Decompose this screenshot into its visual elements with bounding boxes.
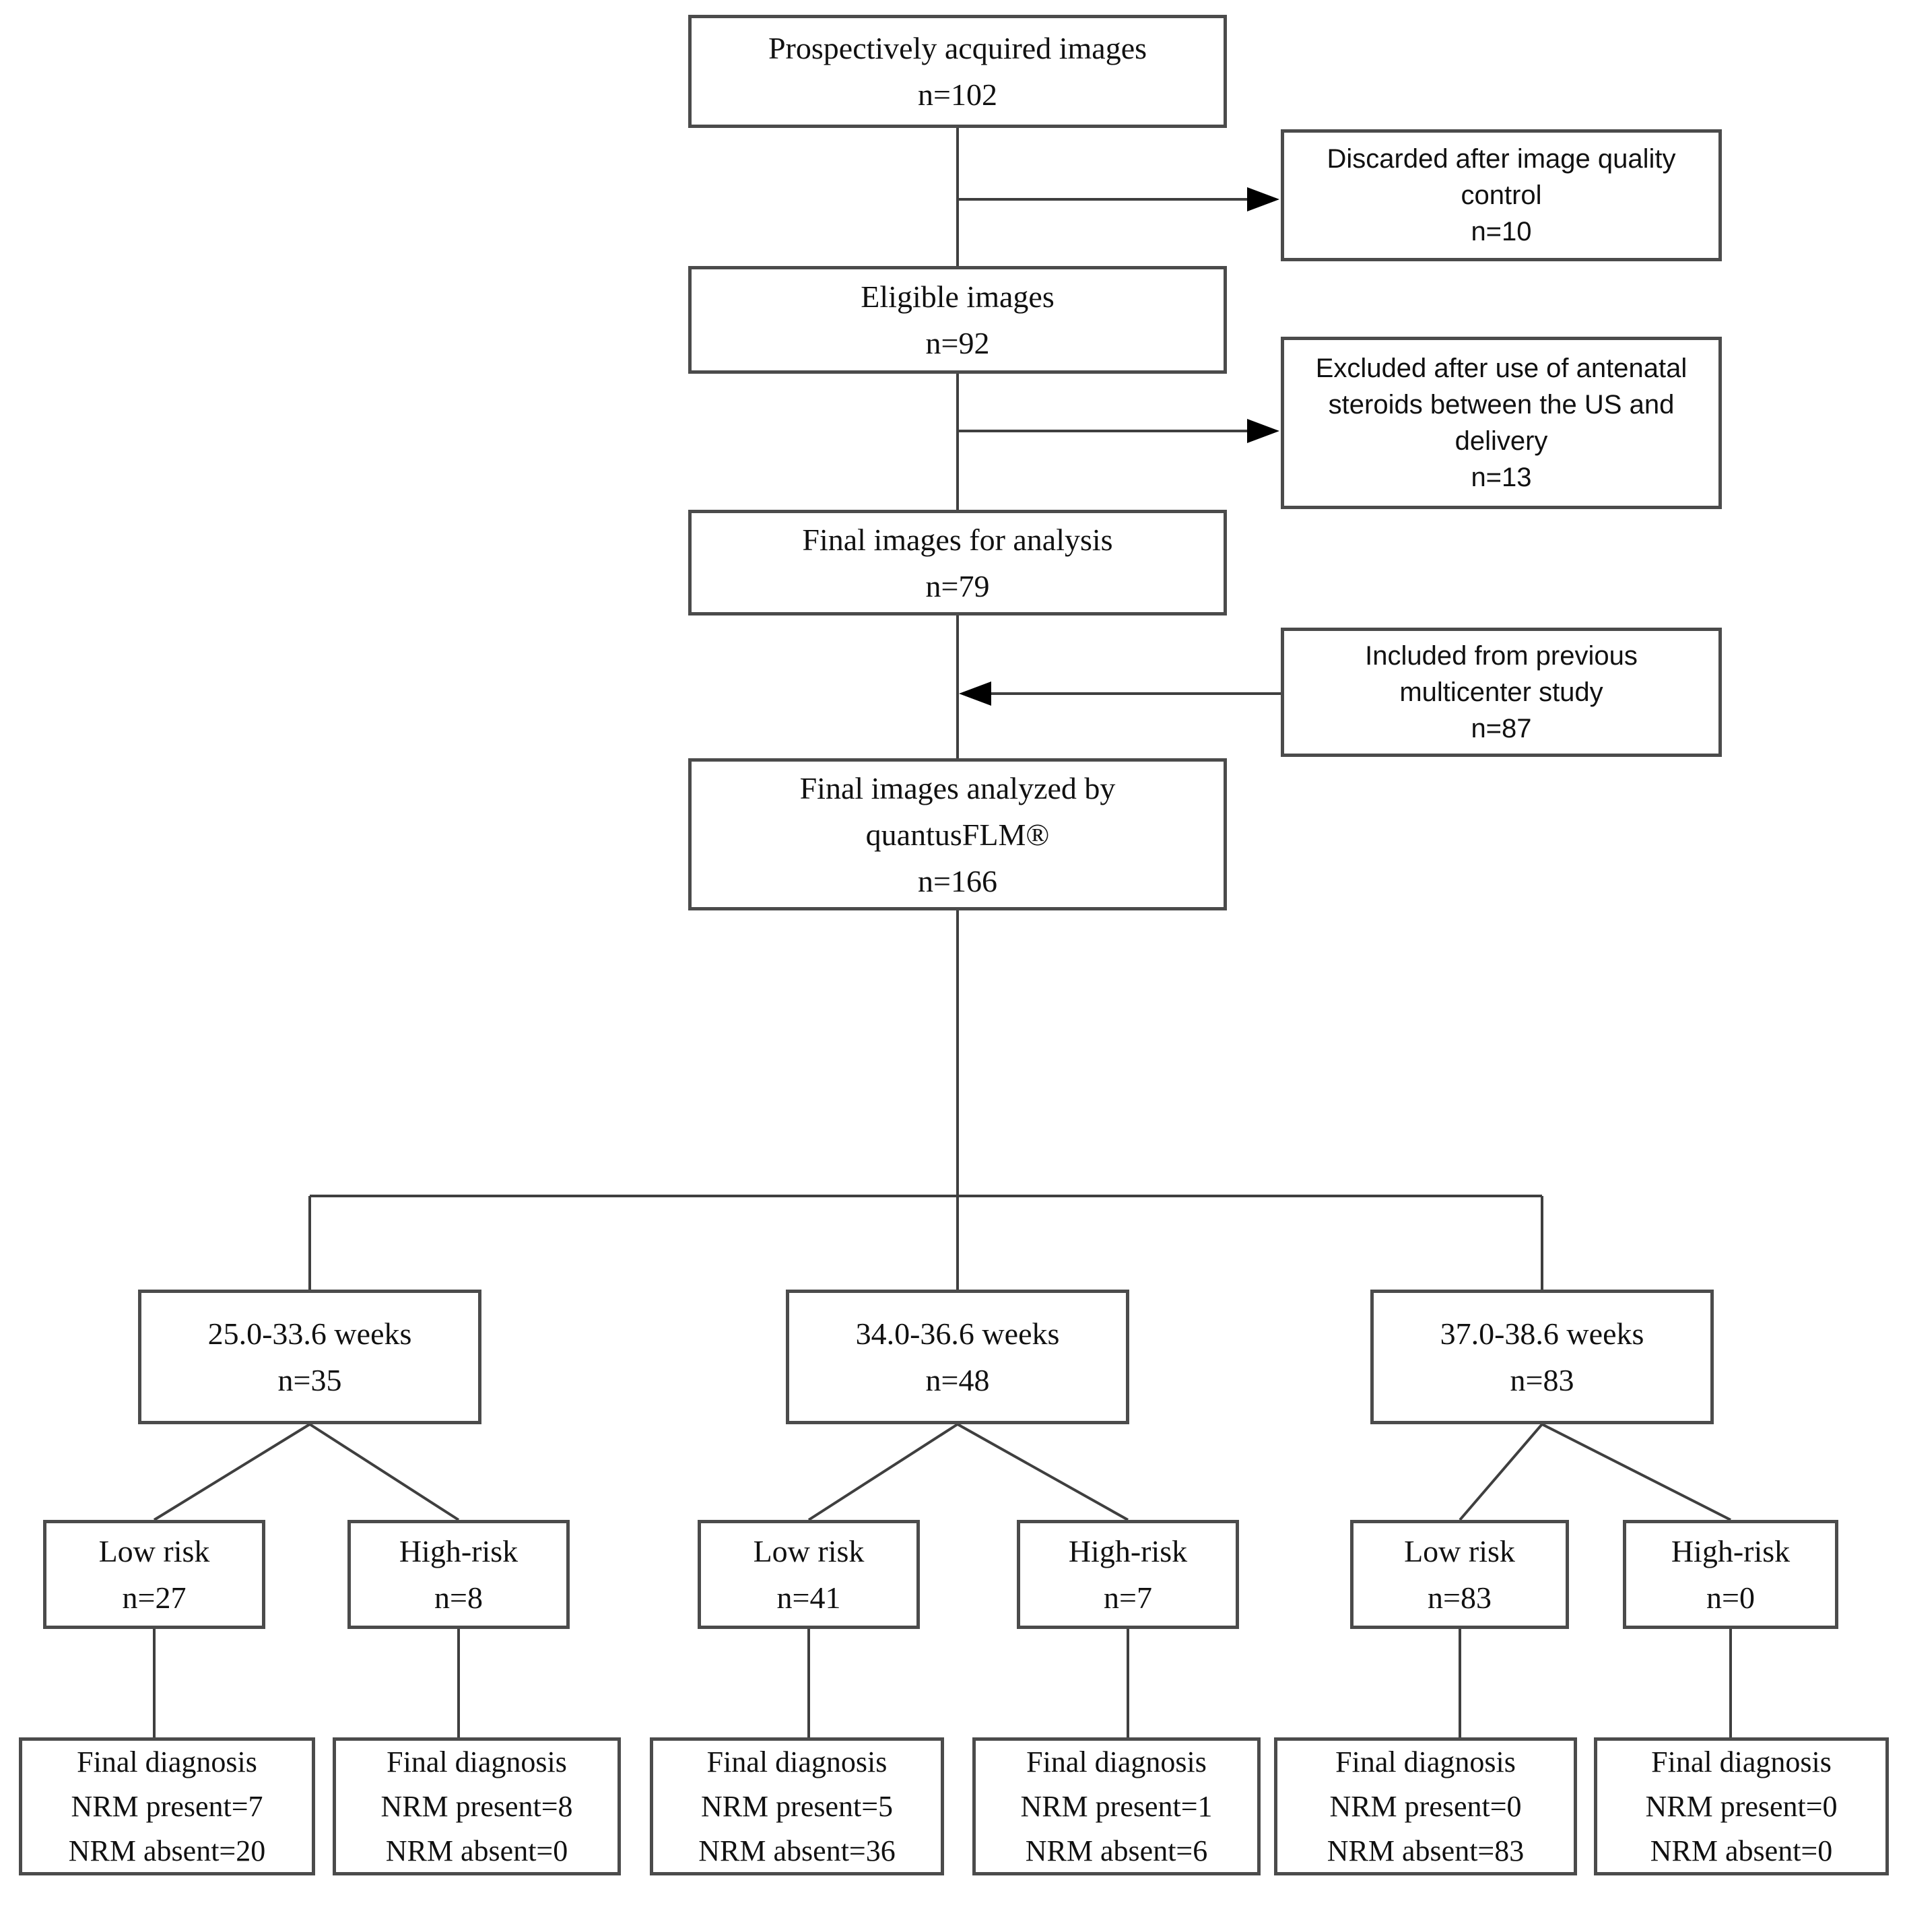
nrm-present: NRM present=8	[380, 1789, 573, 1823]
box-title: Final images for analysis	[802, 522, 1113, 557]
connector-line	[1541, 1423, 1731, 1521]
box-count: n=87	[1471, 714, 1532, 743]
nrm-present: NRM present=0	[1645, 1789, 1838, 1823]
box-count: n=8	[434, 1580, 483, 1615]
arrow-right-icon	[1247, 419, 1279, 443]
box-title: 37.0-38.6 weeks	[1440, 1317, 1644, 1351]
box-title: High-risk	[399, 1534, 519, 1568]
box-title: Final diagnosis	[387, 1745, 567, 1778]
nrm-present: NRM present=0	[1329, 1789, 1522, 1823]
box-title: Final diagnosis	[1026, 1745, 1207, 1778]
box-count: n=41	[776, 1580, 841, 1615]
box-title-line1: Final images analyzed by	[799, 770, 1116, 805]
box-weeks-25-33: 25.0-33.6 weeks n=35	[138, 1290, 481, 1424]
arrow-left-icon	[959, 681, 991, 706]
arrow-right-icon	[1247, 187, 1279, 211]
box-title: Final diagnosis	[706, 1745, 888, 1778]
box-count: n=83	[1510, 1363, 1574, 1397]
box-eligible-images: Eligible images n=92	[688, 266, 1227, 374]
box-high-risk-g1: High-risk n=8	[347, 1520, 570, 1629]
box-count: n=92	[925, 326, 990, 360]
box-count: n=102	[918, 77, 997, 112]
box-title: Low risk	[1404, 1534, 1515, 1568]
box-weeks-37-38: 37.0-38.6 weeks n=83	[1370, 1290, 1714, 1424]
nrm-present: NRM present=7	[71, 1789, 263, 1823]
box-low-risk-g2: Low risk n=41	[698, 1520, 920, 1629]
box-final-diagnosis-g3-low: Final diagnosis NRM present=0 NRM absent…	[1274, 1737, 1577, 1875]
box-text: Excluded after use of antenatal steroids…	[1315, 354, 1687, 456]
connector-line	[308, 1423, 460, 1521]
box-prospectively-acquired-images: Prospectively acquired images n=102	[688, 15, 1227, 128]
box-count: n=35	[277, 1363, 342, 1397]
box-title: High-risk	[1068, 1534, 1188, 1568]
box-title: Final diagnosis	[1335, 1745, 1516, 1778]
box-final-diagnosis-g3-high: Final diagnosis NRM present=0 NRM absent…	[1594, 1737, 1889, 1875]
box-text: Included from previous multicenter study	[1365, 641, 1638, 707]
box-title: High-risk	[1671, 1534, 1791, 1568]
connector-line	[957, 1423, 1129, 1521]
box-excluded-antenatal-steroids: Excluded after use of antenatal steroids…	[1281, 337, 1722, 509]
nrm-absent: NRM absent=20	[68, 1834, 266, 1867]
box-discarded-after-quality-control: Discarded after image quality control n=…	[1281, 129, 1722, 261]
nrm-present: NRM present=1	[1020, 1789, 1213, 1823]
nrm-absent: NRM absent=36	[698, 1834, 896, 1867]
connector-line	[807, 1423, 959, 1521]
box-count: n=13	[1471, 463, 1532, 492]
box-high-risk-g2: High-risk n=7	[1017, 1520, 1239, 1629]
nrm-present: NRM present=5	[700, 1789, 894, 1823]
box-final-diagnosis-g1-high: Final diagnosis NRM present=8 NRM absent…	[333, 1737, 621, 1875]
box-title: 25.0-33.6 weeks	[207, 1317, 412, 1351]
box-title: Final diagnosis	[77, 1745, 257, 1778]
box-final-images-for-analysis: Final images for analysis n=79	[688, 510, 1227, 615]
box-final-diagnosis-g2-low: Final diagnosis NRM present=5 NRM absent…	[650, 1737, 944, 1875]
box-title: 34.0-36.6 weeks	[855, 1317, 1060, 1351]
box-title: Low risk	[753, 1534, 865, 1568]
box-low-risk-g3: Low risk n=83	[1350, 1520, 1569, 1629]
box-included-from-previous-study: Included from previous multicenter study…	[1281, 628, 1722, 757]
box-title: Low risk	[98, 1534, 210, 1568]
box-count: n=27	[122, 1580, 187, 1615]
box-count: n=10	[1471, 217, 1532, 246]
nrm-absent: NRM absent=0	[1650, 1834, 1833, 1867]
box-count: n=0	[1706, 1580, 1755, 1615]
box-count: n=48	[925, 1363, 990, 1397]
box-count: n=7	[1104, 1580, 1152, 1615]
box-final-images-analyzed-quantusflm: Final images analyzed by quantusFLM® n=1…	[688, 758, 1227, 910]
box-weeks-34-36: 34.0-36.6 weeks n=48	[786, 1290, 1129, 1424]
box-title: Eligible images	[861, 279, 1055, 314]
nrm-absent: NRM absent=6	[1025, 1834, 1208, 1867]
box-title: Prospectively acquired images	[768, 31, 1147, 65]
box-title: Final diagnosis	[1651, 1745, 1832, 1778]
box-high-risk-g3: High-risk n=0	[1623, 1520, 1838, 1629]
box-title-line2: quantusFLM®	[865, 817, 1050, 852]
connector-line	[153, 1423, 311, 1521]
nrm-absent: NRM absent=0	[385, 1834, 568, 1867]
box-count: n=83	[1428, 1580, 1492, 1615]
box-count: n=79	[925, 568, 990, 603]
box-text: Discarded after image quality control	[1327, 144, 1676, 210]
connector-line	[1459, 1423, 1543, 1521]
box-final-diagnosis-g2-high: Final diagnosis NRM present=1 NRM absent…	[972, 1737, 1261, 1875]
box-count: n=166	[918, 863, 997, 898]
nrm-absent: NRM absent=83	[1327, 1834, 1525, 1867]
box-low-risk-g1: Low risk n=27	[43, 1520, 265, 1629]
box-final-diagnosis-g1-low: Final diagnosis NRM present=7 NRM absent…	[19, 1737, 315, 1875]
